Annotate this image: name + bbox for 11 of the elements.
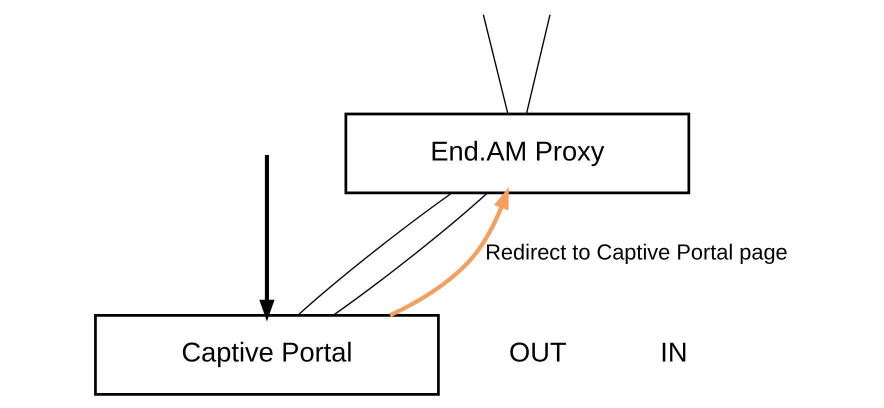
connector: [332, 192, 488, 316]
node-box: Captive Portal: [94, 314, 440, 396]
connector: [296, 192, 452, 316]
arrow: [388, 187, 508, 318]
connector: [525, 14, 550, 114]
connector: [482, 14, 508, 114]
label: OUT: [508, 336, 566, 368]
node-box: End.AM Proxy: [344, 112, 690, 194]
arrow: [258, 154, 274, 322]
edge-label: Redirect to Captive Portal page: [484, 239, 788, 264]
label: IN: [660, 336, 687, 368]
